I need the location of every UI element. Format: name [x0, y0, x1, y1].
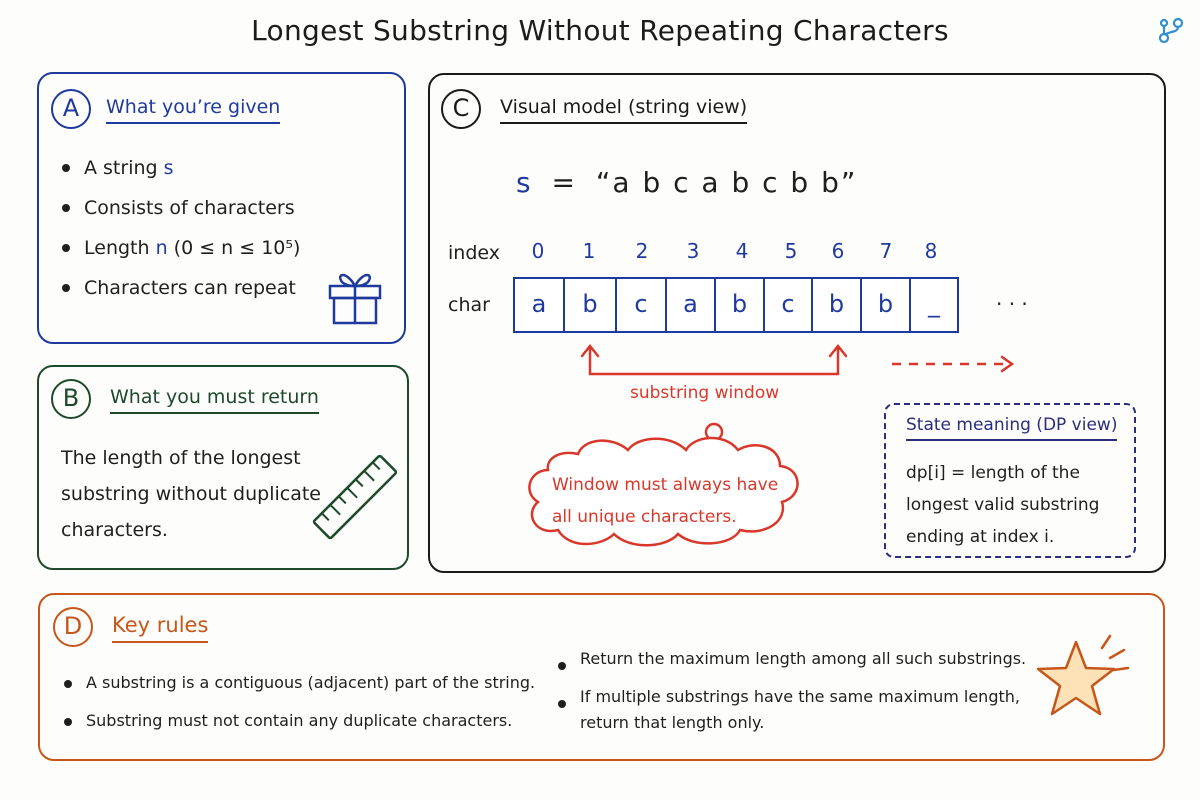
index-number: 3 — [686, 239, 700, 263]
rules-left-list: A substring is a contiguous (adjacent) p… — [62, 664, 535, 740]
cloud-line: all unique characters. — [552, 507, 737, 527]
window-label: substring window — [630, 383, 780, 403]
thought-cloud — [528, 422, 799, 547]
return-text: The length of the longest substring with… — [61, 440, 321, 548]
equation-var: s — [516, 166, 532, 199]
panel-given — [37, 72, 406, 344]
rule-item: If multiple substrings have the same max… — [556, 684, 1026, 736]
state-box — [884, 403, 1136, 558]
index-number: 2 — [635, 239, 649, 263]
return-line: substring without duplicate — [61, 483, 321, 505]
star-icon — [1036, 634, 1130, 716]
given-heading: What you’re given — [106, 96, 281, 124]
cloud-text: Window must always have all unique chara… — [552, 469, 778, 533]
index-number: 5 — [784, 239, 798, 263]
index-number: 6 — [831, 239, 845, 263]
visual-heading: Visual model (string view) — [500, 96, 748, 124]
index-number: 0 — [531, 239, 545, 263]
cloud-line: Window must always have — [552, 475, 779, 495]
state-line: longest valid substring — [906, 495, 1100, 515]
index-number: 7 — [879, 239, 893, 263]
rule-item: A substring is a contiguous (adjacent) p… — [62, 664, 535, 702]
equation-sign: = — [551, 166, 576, 199]
panel-visual-model — [428, 73, 1166, 573]
return-line: The length of the longest — [61, 447, 301, 469]
rule-item: Substring must not contain any duplicate… — [62, 702, 535, 740]
given-item: Consists of characters — [60, 188, 300, 228]
badge-b: B — [51, 379, 91, 419]
char-cell: b — [714, 277, 765, 333]
rule-item: Return the maximum length among all such… — [556, 646, 1026, 672]
rules-heading: Key rules — [112, 613, 209, 643]
given-list: A string s Consists of characters Length… — [60, 148, 300, 308]
state-line: dp[i] = length of the — [906, 463, 1080, 483]
gift-icon — [328, 273, 382, 325]
char-cell: b — [860, 277, 911, 333]
panel-return — [37, 365, 409, 570]
index-number: 8 — [924, 239, 938, 263]
index-label: index — [448, 242, 500, 264]
window-bracket — [580, 343, 1015, 376]
given-item: A string s — [60, 148, 300, 188]
index-number: 4 — [735, 239, 749, 263]
char-label: char — [448, 294, 490, 316]
return-heading: What you must return — [110, 386, 319, 414]
ellipsis: · · · — [996, 292, 1028, 316]
page-title: Longest Substring Without Repeating Char… — [251, 14, 949, 47]
char-cell: b — [811, 277, 862, 333]
branch-icon — [1158, 17, 1184, 44]
char-cell: a — [513, 277, 565, 333]
badge-d: D — [53, 607, 93, 647]
char-cell: _ — [909, 277, 959, 333]
panel-key-rules — [38, 593, 1165, 761]
return-line: characters. — [61, 519, 168, 541]
string-equation: s = “a b c a b c b b” — [516, 166, 857, 199]
badge-a: A — [51, 89, 91, 129]
ruler-icon — [312, 454, 398, 540]
char-cell: c — [615, 277, 667, 333]
state-line: ending at index i. — [906, 527, 1055, 547]
given-item: Length n (0 ≤ n ≤ 10⁵) — [60, 228, 300, 268]
char-cell: a — [665, 277, 716, 333]
given-item: Characters can repeat — [60, 268, 300, 308]
index-number: 1 — [582, 239, 596, 263]
badge-c: C — [441, 89, 481, 129]
state-title: State meaning (DP view) — [906, 415, 1118, 441]
char-cell: c — [763, 277, 813, 333]
state-text: dp[i] = length of the longest valid subs… — [906, 457, 1099, 553]
equation-value: “a b c a b c b b” — [595, 166, 858, 199]
char-cell: b — [563, 277, 617, 333]
rules-right-list: Return the maximum length among all such… — [556, 646, 1026, 736]
